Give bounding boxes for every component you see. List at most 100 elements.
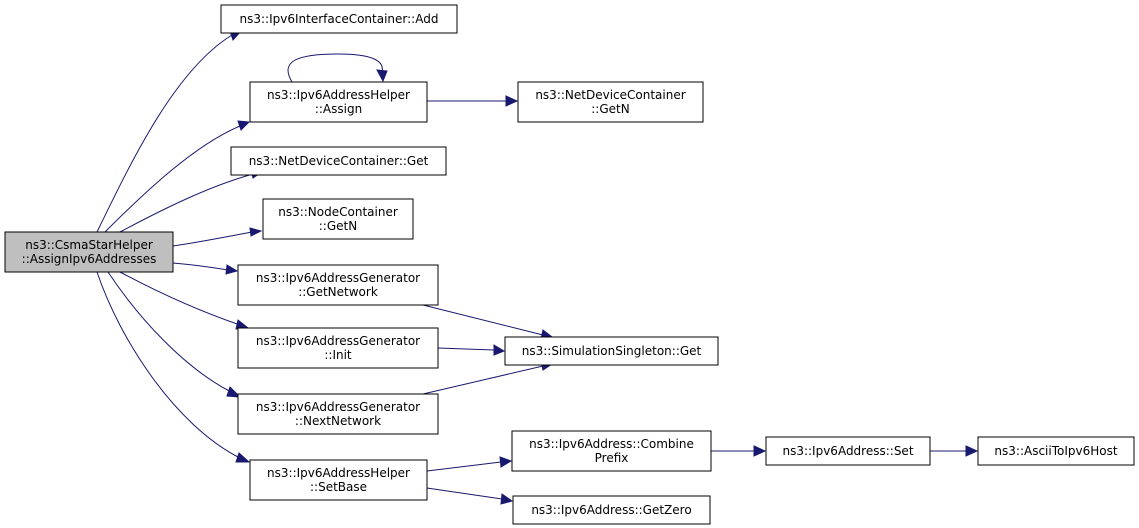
node-ipv6-address-generator-nextnetwork[interactable]: ns3::Ipv6AddressGenerator::NextNetwork <box>237 393 439 435</box>
edge-arrowhead <box>237 120 251 131</box>
node-net-device-container-getn[interactable]: ns3::NetDeviceContainer::GetN <box>517 81 704 123</box>
edge-line <box>422 304 544 336</box>
edge-ipv6_address_combineprefix-to-ipv6_address_set <box>711 445 767 457</box>
edge-ipv6_address_helper_assign-to-net_device_container_getn <box>427 95 519 107</box>
edge-line <box>287 53 383 83</box>
node-ipv6-address-generator-init[interactable]: ns3::Ipv6AddressGenerator::Init <box>237 327 439 369</box>
edge-line <box>96 271 241 459</box>
edge-arrowhead <box>500 493 514 505</box>
edge-ipv6_address_generator_nextnetwork-to-simulation_singleton_get <box>422 360 554 395</box>
edge-arrowhead <box>965 445 979 457</box>
edge-arrowhead <box>226 386 242 398</box>
node-label-line: ns3::Ipv6AddressGenerator <box>256 271 420 285</box>
node-label-line: ::GetNetwork <box>298 285 378 299</box>
edge-root-to-ipv6_address_generator_getnetwork <box>172 262 239 275</box>
edge-line <box>119 173 254 233</box>
edge-line <box>426 487 503 500</box>
node-label-line: ::Assign <box>315 102 362 116</box>
node-box <box>262 198 414 240</box>
node-label-line: ::NextNetwork <box>295 414 381 428</box>
node-label-line: Prefix <box>595 451 629 465</box>
node-box <box>220 4 458 34</box>
node-net-device-container-get[interactable]: ns3::NetDeviceContainer::Get <box>230 146 447 176</box>
node-label-line: ::SetBase <box>310 480 367 494</box>
node-box <box>230 146 447 176</box>
node-box <box>517 81 704 123</box>
edge-root-to-ipv6_address_generator_nextnetwork <box>107 271 242 398</box>
node-label-line: ns3::SimulationSingleton::Get <box>522 344 702 358</box>
node-label-line: ns3::Ipv6AddressGenerator <box>256 334 420 348</box>
edge-line <box>119 271 241 326</box>
edge-ipv6_address_helper_setbase-to-ipv6_address_getzero <box>426 487 514 505</box>
node-label-line: ns3::NetDeviceContainer <box>535 88 685 102</box>
node-label-line: ::Init <box>324 348 352 362</box>
node-ipv6-interface-container-add[interactable]: ns3::Ipv6InterfaceContainer::Add <box>220 4 458 34</box>
node-ascii-to-ipv6host[interactable]: ns3::AsciiToIpv6Host <box>977 436 1135 466</box>
node-label-line: ns3::Ipv6Address::Set <box>782 444 913 458</box>
node-label-line: ns3::Ipv6InterfaceContainer::Add <box>240 12 439 26</box>
edge-root-to-ipv6_address_helper_setbase <box>96 271 251 463</box>
edge-ipv6_address_set-to-ascii_to_ipv6host <box>930 445 979 457</box>
node-simulation-singleton-get[interactable]: ns3::SimulationSingleton::Get <box>504 336 719 366</box>
edge-line <box>104 125 241 233</box>
edge-root-to-ipv6_interface_container_add <box>96 30 243 233</box>
edge-root-to-node_container_getn <box>172 227 263 247</box>
edge-arrowhead <box>235 452 251 463</box>
edge-arrowhead <box>499 456 513 468</box>
node-label-line: ns3::Ipv6Address::GetZero <box>531 503 691 517</box>
node-label-line: ::GetN <box>591 102 629 116</box>
node-label-line: ::AssignIpv6Addresses <box>22 252 157 266</box>
node-label-line: ns3::NetDeviceContainer::Get <box>249 154 429 168</box>
node-ipv6-address-helper-assign[interactable]: ns3::Ipv6AddressHelper::Assign <box>249 81 428 123</box>
edge-arrowhead <box>225 264 239 275</box>
node-label-line: ns3::CsmaStarHelper <box>25 238 153 252</box>
node-box <box>237 393 439 435</box>
node-ipv6-address-generator-getnetwork[interactable]: ns3::Ipv6AddressGenerator::GetNetwork <box>237 264 439 306</box>
node-label-line: ns3::Ipv6AddressHelper <box>267 466 410 480</box>
node-box <box>765 436 931 466</box>
edge-line <box>96 34 233 233</box>
edge-line <box>172 231 253 247</box>
edge-line <box>437 347 495 351</box>
node-label-line: ::GetN <box>319 219 357 233</box>
edge-root-to-ipv6_address_helper_assign <box>104 120 251 233</box>
edge-arrowhead <box>753 445 767 457</box>
edge-ipv6_address_generator_getnetwork-to-simulation_singleton_get <box>422 304 554 340</box>
edge-arrowhead <box>493 344 506 356</box>
node-label-line: ns3::Ipv6AddressGenerator <box>256 400 420 414</box>
node-box <box>237 264 439 306</box>
edge-arrowhead <box>376 69 388 83</box>
edge-arrowhead <box>505 95 519 107</box>
node-box <box>504 336 719 366</box>
edge-root-to-ipv6_address_generator_init <box>119 271 250 330</box>
edges-layer <box>96 30 979 505</box>
edge-line <box>422 365 544 395</box>
node-ipv6-address-helper-setbase[interactable]: ns3::Ipv6AddressHelper::SetBase <box>249 459 428 501</box>
node-box <box>511 430 712 472</box>
node-ipv6-address-set[interactable]: ns3::Ipv6Address::Set <box>765 436 931 466</box>
node-label-line: ns3::Ipv6Address::Combine <box>529 437 694 451</box>
node-root: ns3::CsmaStarHelper::AssignIpv6Addresses <box>4 231 174 273</box>
node-box <box>249 81 428 123</box>
node-ipv6-address-getzero[interactable]: ns3::Ipv6Address::GetZero <box>512 495 711 525</box>
edge-line <box>426 461 502 472</box>
edge-ipv6_address_helper_assign-to-ipv6_address_helper_assign <box>287 53 388 83</box>
node-box <box>249 459 428 501</box>
edge-arrowhead <box>249 227 263 237</box>
node-box <box>977 436 1135 466</box>
node-label-line: ns3::NodeContainer <box>278 205 398 219</box>
edge-line <box>107 271 232 393</box>
edge-ipv6_address_helper_setbase-to-ipv6_address_combineprefix <box>426 456 513 472</box>
node-node-container-getn[interactable]: ns3::NodeContainer::GetN <box>262 198 414 240</box>
edge-line <box>172 262 229 271</box>
edge-ipv6_address_generator_init-to-simulation_singleton_get <box>437 344 506 356</box>
edge-root-to-net_device_container_get <box>119 168 264 233</box>
node-box <box>512 495 711 525</box>
node-box <box>237 327 439 369</box>
node-label-line: ns3::AsciiToIpv6Host <box>994 444 1117 458</box>
nodes-layer: ns3::CsmaStarHelper::AssignIpv6Addresses… <box>4 4 1135 525</box>
node-box <box>4 231 174 273</box>
node-label-line: ns3::Ipv6AddressHelper <box>267 88 410 102</box>
